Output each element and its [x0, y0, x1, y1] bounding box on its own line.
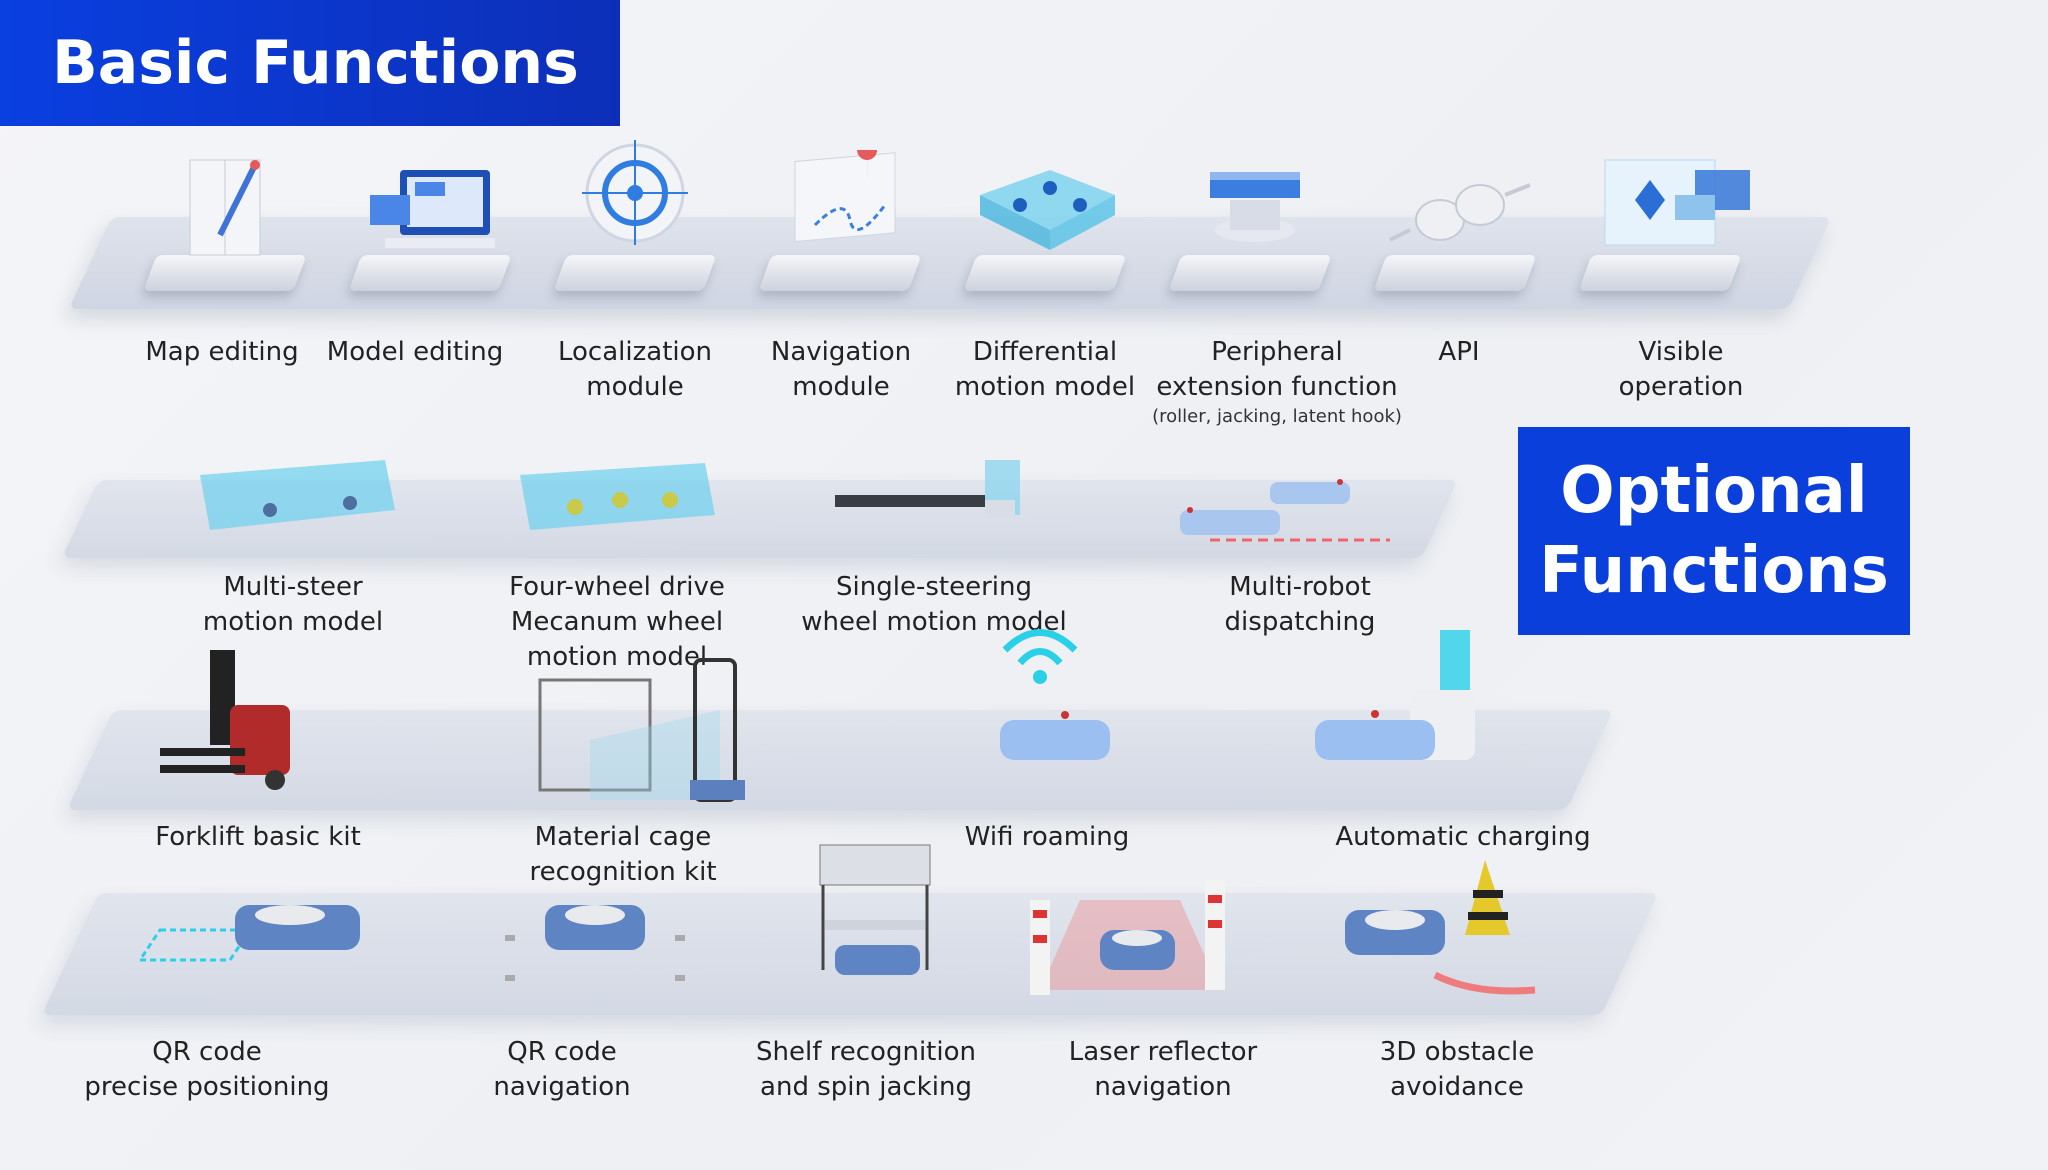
obstacle-avoidance-icon [1345, 860, 1536, 995]
optional-functions-title: Optional Functions [1539, 454, 1889, 608]
optional-label-multi-robot: Multi-robot dispatching [1224, 572, 1376, 637]
basic-functions-banner: Basic Functions [0, 0, 620, 126]
optional-label-qr-positioning: QR code precise positioning [84, 1037, 330, 1102]
optional-label-multi-steer: Multi-steer motion model [202, 572, 384, 637]
wifi-icon [1002, 629, 1078, 684]
forklift-icon [160, 650, 290, 790]
qr-navigation-icon [505, 905, 685, 981]
single-steering-icon [835, 460, 1020, 518]
qr-positioning-icon [137, 905, 360, 962]
basic-label-peripheral: Peripheral extension function (roller, j… [1152, 337, 1402, 427]
laser-reflector-icon [1030, 880, 1225, 995]
multi-robot-dispatching-icon [1180, 479, 1390, 542]
optional-label-wifi-roaming: Wifi roaming [964, 822, 1130, 852]
basic-label-localization: Localization module [558, 337, 712, 402]
material-cage-icon [538, 658, 745, 802]
optional-label-3d-obstacle: 3D obstacle avoidance [1379, 1037, 1535, 1102]
mecanum-wheel-icon [520, 463, 715, 530]
visible-operation-icon [1575, 150, 1765, 300]
basic-label-navigation: Navigation module [770, 337, 912, 402]
automatic-charging-icon [1315, 630, 1475, 760]
map-editing-icon [140, 150, 310, 300]
optional-label-shelf-recognition: Shelf recognition and spin jacking [756, 1037, 976, 1102]
optional-functions-banner: Optional Functions [1518, 427, 1910, 635]
optional-label-single-steering: Single-steering wheel motion model [801, 572, 1067, 637]
basic-platform [68, 217, 1832, 309]
basic-label-differential: Differential motion model [954, 337, 1136, 402]
api-plug-icon [1370, 150, 1540, 300]
optional-label-forklift: Forklift basic kit [155, 822, 361, 852]
basic-label-model-editing: Model editing [326, 337, 504, 367]
wifi-roaming-robot-icon [1000, 711, 1110, 760]
basic-label-visible-operation: Visible operation [1618, 337, 1744, 402]
optional-label-material-cage: Material cage recognition kit [529, 822, 717, 887]
localization-module-icon [550, 135, 720, 300]
peripheral-extension-icon [1165, 150, 1335, 300]
basic-functions-title: Basic Functions [52, 28, 579, 98]
navigation-module-icon [755, 150, 925, 300]
shelf-recognition-icon [819, 844, 931, 975]
basic-label-api: API [1438, 337, 1480, 367]
model-editing-icon [345, 150, 515, 300]
basic-label-map-editing: Map editing [145, 337, 299, 367]
multi-steer-icon [200, 460, 395, 530]
differential-motion-model-icon [960, 150, 1130, 300]
optional-label-automatic-charging: Automatic charging [1335, 822, 1591, 852]
optional-label-mecanum: Four-wheel drive Mecanum wheel motion mo… [509, 572, 725, 672]
optional-label-laser-reflector: Laser reflector navigation [1068, 1037, 1258, 1102]
optional-label-qr-navigation: QR code navigation [493, 1037, 631, 1102]
